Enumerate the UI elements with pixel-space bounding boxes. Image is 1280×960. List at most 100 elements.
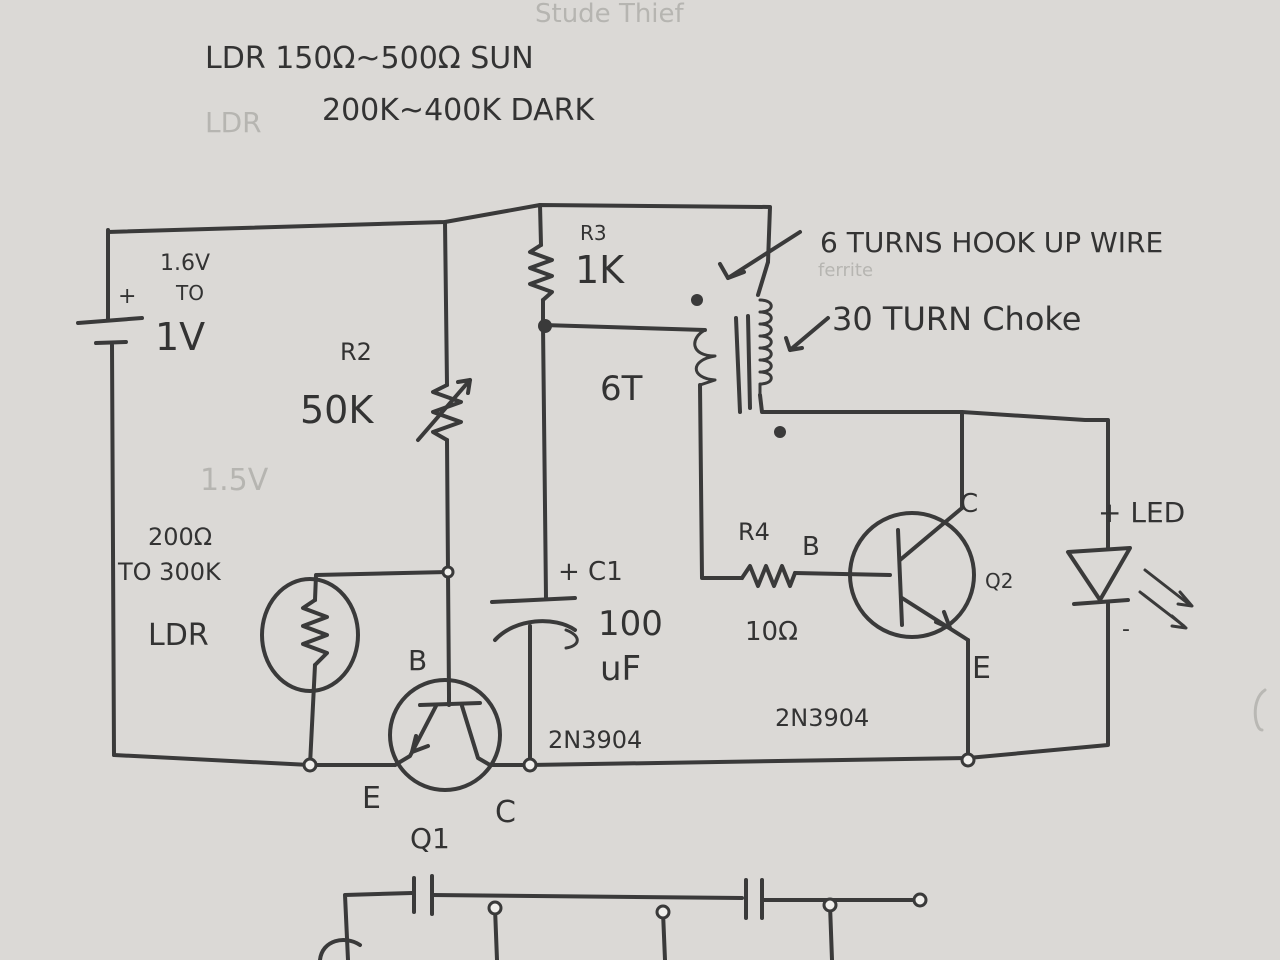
secondary-to-collector — [758, 393, 1110, 550]
core-line-right — [746, 314, 752, 410]
ldr-dark-note: 200K~400K DARK — [322, 93, 595, 128]
led-label: + LED — [1098, 496, 1185, 529]
r4-resistor: R4 10Ω B — [738, 518, 820, 647]
c1-polarity-hook — [564, 628, 579, 650]
r2-zigzag — [431, 383, 463, 442]
ldr-bottom-wire — [308, 663, 317, 767]
led-ray-2-head — [1170, 614, 1188, 630]
c1-value: 100 — [598, 604, 663, 644]
secondary-coil — [758, 298, 773, 397]
primary-turns-label: 6T — [600, 369, 643, 409]
bottom-drop-3 — [828, 903, 834, 960]
bottom-drop-1 — [493, 906, 499, 960]
q2-emitter-arrow — [934, 610, 952, 630]
c1-name: + C1 — [558, 557, 623, 587]
r3-resistor: R3 1K — [528, 221, 625, 302]
bottom-junction-1 — [487, 900, 503, 916]
c1-unit: uF — [600, 649, 641, 689]
junction-ldr-bottom — [302, 757, 318, 773]
battery-symbol: + 1.6V TO 1V — [76, 251, 210, 359]
r3-to-primary — [541, 323, 707, 332]
led-component: + LED - — [1066, 496, 1194, 652]
partial-circuit-bottom — [318, 874, 928, 960]
q2-part: 2N3904 — [775, 704, 869, 732]
q1-emitter-label: E — [362, 781, 381, 816]
ldr-range-top: 200Ω — [148, 523, 212, 551]
ldr-name: LDR — [148, 618, 209, 653]
c1-top-wire — [541, 323, 548, 600]
r2-value: 50K — [300, 388, 374, 432]
bottom-drop-2 — [661, 910, 667, 960]
junctions — [302, 294, 976, 773]
q2-base-label: B — [802, 532, 820, 562]
ghost-marks: Stude Thief LDR 1.5V ferrite — [200, 0, 1267, 732]
q1-emitter-arrow — [410, 734, 430, 754]
bottom-junction-3 — [822, 897, 838, 913]
junction-r3-c1 — [538, 319, 552, 333]
q1-transistor: B E C Q1 2N3904 — [362, 644, 642, 855]
phase-dot-primary — [691, 294, 703, 306]
r3-top-wire — [538, 203, 543, 247]
wires — [106, 203, 1110, 767]
q1-collector-label: C — [495, 795, 516, 830]
q1-collector-leg — [460, 704, 492, 767]
junction-q2-bottom — [960, 752, 976, 768]
transformer: 6 TURNS HOOK UP WIRE 30 TURN Choke 6T — [600, 226, 1163, 414]
c1-bottom-plate — [493, 619, 577, 642]
r4-zigzag — [740, 564, 797, 588]
ldr-zigzag — [301, 598, 329, 667]
ghost-arc — [1253, 688, 1267, 732]
turns-note: 6 TURNS HOOK UP WIRE — [820, 226, 1163, 259]
ldr-body — [260, 577, 360, 693]
q1-body — [388, 678, 502, 792]
ldr-component: 200Ω TO 300K LDR — [117, 523, 360, 693]
bottom-left-arc — [318, 938, 362, 960]
led-triangle — [1066, 546, 1132, 602]
q2-base-bar — [896, 528, 904, 627]
r4-name: R4 — [738, 518, 770, 546]
r3-name: R3 — [580, 221, 607, 245]
battery-voltage-low: 1V — [155, 315, 205, 359]
battery-voltage-high: 1.6V — [160, 251, 210, 276]
q2-transistor: C E Q2 2N3904 — [775, 489, 1013, 732]
core-line-left — [734, 316, 742, 414]
choke-note-arrowhead — [784, 336, 804, 352]
r2-variable-resistor: R2 50K — [300, 338, 472, 442]
q1-base-label: B — [408, 644, 427, 677]
led-bar — [1072, 598, 1130, 606]
led-ray-1-head — [1176, 590, 1194, 608]
choke-note-arrow — [788, 316, 830, 352]
bottom-junction-2 — [655, 904, 671, 920]
ghost-top-scribble: Stude Thief — [535, 0, 685, 29]
phase-dot-secondary — [774, 426, 786, 438]
c1-capacitor: + C1 100 uF — [490, 557, 663, 689]
r3-value: 1K — [575, 248, 625, 292]
turns-note-arrowhead — [718, 262, 746, 280]
q1-base-wire — [446, 570, 451, 697]
bottom-terminal — [912, 892, 928, 908]
led-ray-1 — [1143, 568, 1192, 607]
bottom-middle-wire — [430, 893, 744, 900]
r2-top-wire — [443, 220, 449, 387]
r2-name: R2 — [340, 338, 372, 366]
turns-note-arrow — [726, 230, 802, 280]
ldr-top-wire — [313, 570, 450, 602]
led-minus: - — [1122, 617, 1130, 642]
ghost-ferrite-label: ferrite — [818, 260, 873, 281]
ghost-ldr-label: LDR — [205, 106, 262, 139]
ldr-sun-note: LDR 150Ω~500Ω SUN — [205, 41, 534, 76]
battery-voltage-to: TO — [175, 281, 204, 305]
battery-bottom-wire — [110, 343, 116, 757]
q1-part: 2N3904 — [548, 726, 642, 754]
battery-long-plate — [76, 316, 144, 325]
r4-value: 10Ω — [745, 617, 798, 647]
choke-note: 30 TURN Choke — [832, 300, 1081, 338]
r2-arrow-head — [456, 378, 472, 395]
q2-name: Q2 — [985, 569, 1013, 593]
q2-body — [848, 511, 976, 639]
battery-plus: + — [118, 284, 136, 309]
